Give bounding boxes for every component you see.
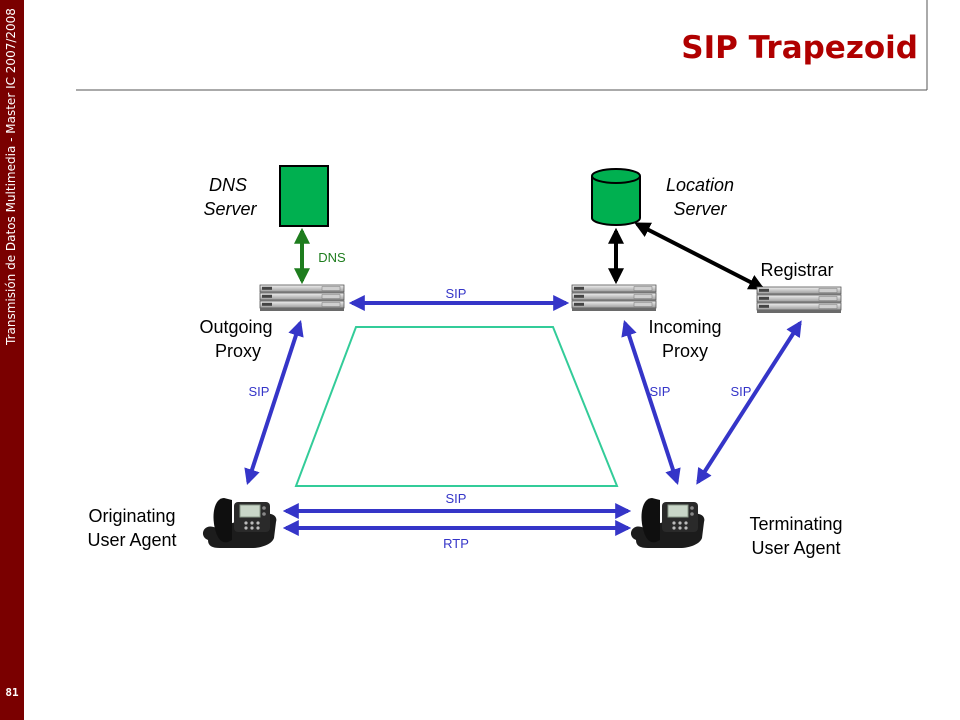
location-server-cylinder [591, 168, 641, 226]
dns-server-box [279, 165, 329, 227]
rtp-label: RTP [443, 536, 469, 551]
registrar-server [757, 287, 841, 313]
sip-left-label: SIP [249, 384, 270, 399]
page-number: 81 [5, 686, 19, 699]
registrar-location-link [634, 222, 765, 290]
registrar-label: Registrar [760, 260, 833, 280]
sip-mid-link [621, 319, 681, 486]
sip-mid-label: SIP [650, 384, 671, 399]
outgoing-proxy-server [260, 285, 344, 311]
trapezoid-shape [294, 326, 619, 487]
incoming-proxy-server [572, 285, 656, 311]
sidebar: Transmisión de Datos Multimedia - Master… [0, 0, 24, 720]
sip-proxies-label: SIP [446, 286, 467, 301]
originating-phone [202, 497, 277, 549]
sip-ua-label: SIP [446, 491, 467, 506]
dns-link-label: DNS [318, 250, 346, 265]
sip-right-link [696, 320, 802, 485]
terminating-phone [630, 497, 705, 549]
sip-right-label: SIP [731, 384, 752, 399]
page-title: SIP Trapezoid [681, 30, 918, 66]
sip-left-link [244, 319, 304, 486]
